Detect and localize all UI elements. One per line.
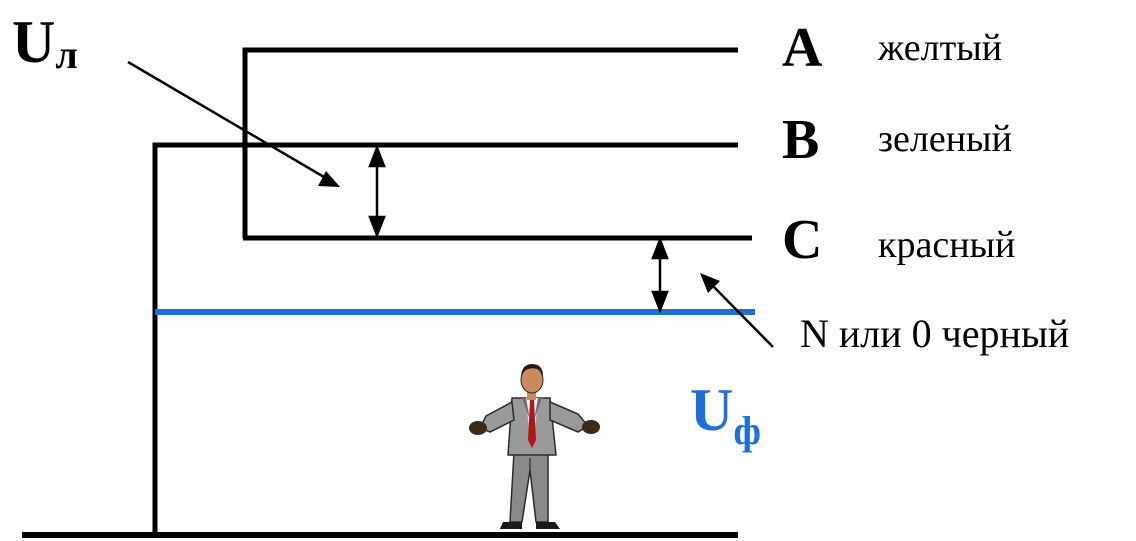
line-voltage-pointer xyxy=(127,60,340,187)
phase-c-letter: C xyxy=(782,209,823,271)
phase-voltage-measure-arrow xyxy=(651,236,669,314)
phase-b-wire xyxy=(152,142,738,533)
phase-a-color: желтый xyxy=(878,27,1003,69)
phase-a-wire xyxy=(242,47,738,238)
phase-b-color: зеленый xyxy=(878,118,1012,160)
phase-c-color: красный xyxy=(878,224,1016,266)
line-voltage-measure-arrow xyxy=(368,144,386,239)
line-voltage-symbol: U xyxy=(12,9,56,75)
businessman-icon xyxy=(469,364,600,529)
line-voltage-subscript: л xyxy=(55,32,78,77)
neutral-label: N или 0 черный xyxy=(800,311,1070,356)
phase-voltage-pointer xyxy=(700,273,774,348)
phase-voltage-symbol: U xyxy=(690,377,734,443)
line-voltage-label: Uл xyxy=(12,9,78,75)
phase-voltage-subscript: ф xyxy=(733,408,762,453)
phase-voltage-label: Uф xyxy=(690,377,761,451)
phase-a-letter: A xyxy=(782,17,823,79)
phase-b-letter: B xyxy=(782,109,820,171)
